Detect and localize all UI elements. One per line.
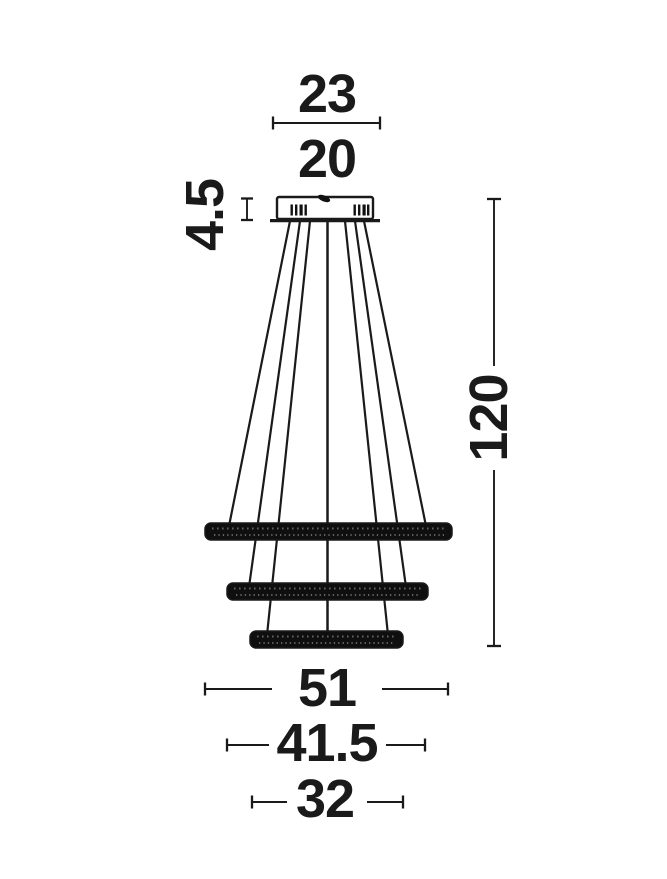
dim-canopy-width: 23 20 [271,64,382,189]
dim-canopy-height: 4.5 [175,179,253,251]
canopy-vent-left [290,204,307,216]
canopy-vent-right [353,204,370,216]
ring-medium [226,582,429,601]
dim-label-drop-height: 120 [459,374,519,461]
cable-left-outer [227,219,292,528]
dim-label-ring-large: 51 [298,658,356,718]
cable-right-inner [343,219,390,637]
cable-left-inner [265,219,312,637]
dim-drop-height: 120 [459,197,519,648]
dim-ring-medium: 41.5 [225,713,427,773]
dim-label-canopy-outer: 23 [298,64,356,124]
canopy-screw-icon [317,194,331,203]
cable-right-outer [362,219,428,528]
ring-small [249,630,404,649]
dim-label-canopy-inner: 20 [298,129,356,189]
dim-label-canopy-height: 4.5 [175,179,235,251]
dim-label-ring-medium: 41.5 [276,713,377,773]
dim-ring-large: 51 [203,658,450,718]
dim-ring-small: 32 [250,769,405,829]
dim-label-ring-small: 32 [296,769,354,829]
suspension-cables [227,219,428,637]
ring-large [204,522,453,541]
ceiling-canopy [270,194,380,223]
